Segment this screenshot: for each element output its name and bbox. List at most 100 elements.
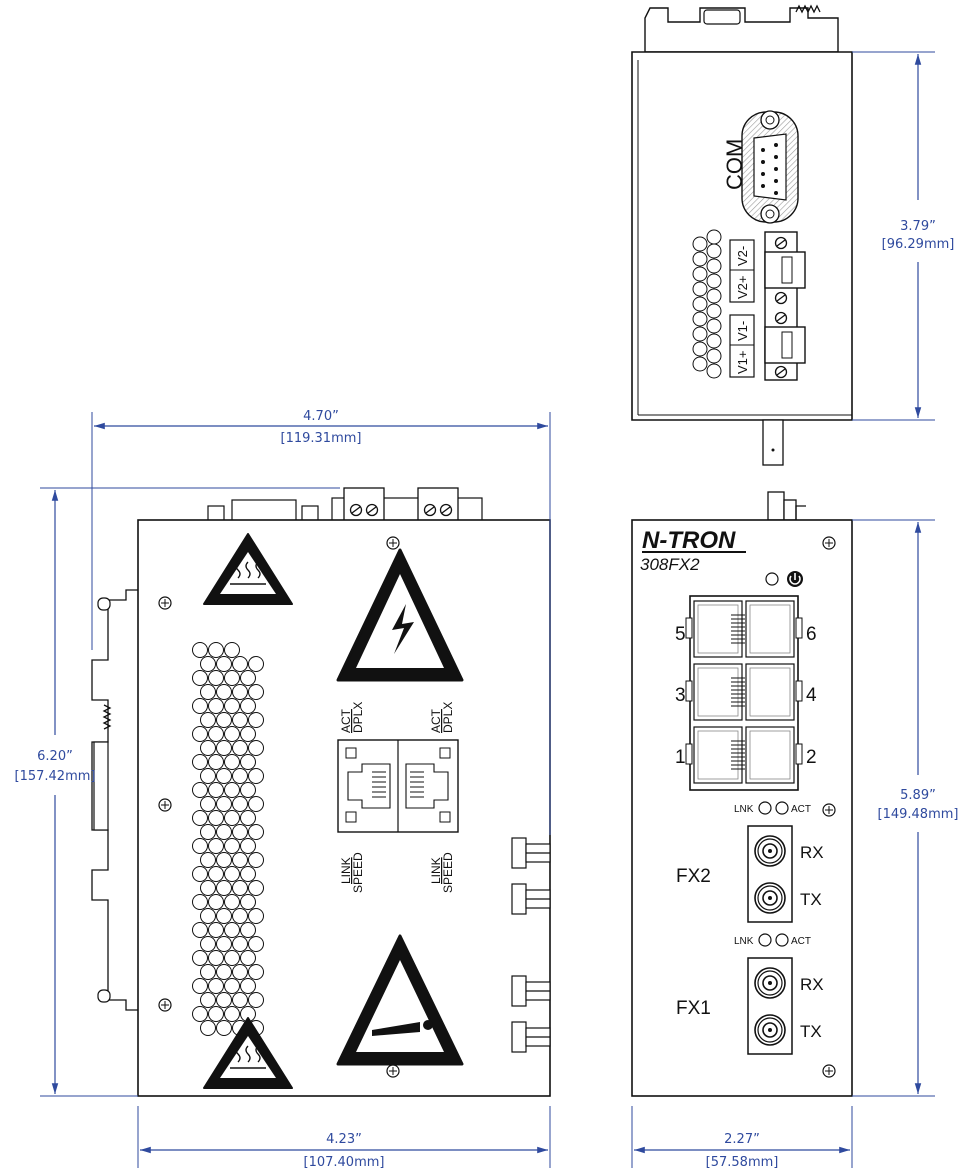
side-vent-holes — [192, 642, 264, 1036]
vent-hole — [232, 852, 248, 868]
side-view: ACT DPLX ACT DPLX LINK SPEED LINK SPEED … — [15, 409, 551, 1170]
vent-hole — [224, 894, 240, 910]
vent-hole — [232, 936, 248, 952]
vent-hole — [208, 866, 224, 882]
vent-hole — [224, 754, 240, 770]
vent-hole — [692, 311, 708, 327]
vent-hole — [208, 978, 224, 994]
side-fiber-connectors — [511, 837, 551, 1053]
vent-hole — [200, 1020, 216, 1036]
vent-hole — [224, 866, 240, 882]
port-5-label: 5 — [675, 624, 686, 645]
power-terminal-labels: V2- V2+ V1- V1+ — [729, 239, 755, 378]
vent-hole — [208, 726, 224, 742]
electrical-warning — [336, 548, 464, 682]
vent-hole — [208, 670, 224, 686]
vent-hole — [224, 838, 240, 854]
vent-hole — [192, 838, 208, 854]
side-rj45-ports: ACT DPLX ACT DPLX LINK SPEED LINK SPEED — [337, 702, 459, 893]
fx1-rx-label: RX — [800, 975, 824, 994]
vent-hole — [200, 684, 216, 700]
vent-hole — [192, 642, 208, 658]
vent-hole — [192, 950, 208, 966]
vent-hole — [200, 768, 216, 784]
vent-hole — [232, 964, 248, 980]
vent-hole — [208, 782, 224, 798]
vent-hole — [192, 726, 208, 742]
side-height-dimension: 6.20” [157.42mm] — [15, 487, 340, 1097]
vent-hole — [692, 326, 708, 342]
vent-hole — [248, 964, 264, 980]
vent-hole — [248, 936, 264, 952]
vent-hole — [200, 656, 216, 672]
vent-hole — [208, 838, 224, 854]
port-2-label: 2 — [806, 747, 817, 768]
vent-hole — [208, 922, 224, 938]
top-height-dimension: 3.79” [96.29mm] — [852, 51, 954, 421]
rj45-port-block — [685, 595, 803, 791]
vent-hole — [200, 880, 216, 896]
vent-hole — [216, 656, 232, 672]
side-height-in: 6.20” — [37, 749, 73, 764]
vent-hole — [216, 824, 232, 840]
vent-hole — [706, 243, 722, 259]
power-icon — [787, 571, 803, 587]
vent-hole — [224, 950, 240, 966]
vent-hole — [192, 922, 208, 938]
side-body-width-dimension: 4.23” [107.40mm] — [137, 1106, 551, 1170]
vent-hole — [216, 936, 232, 952]
vent-hole — [240, 782, 256, 798]
vent-hole — [216, 1020, 232, 1036]
vent-hole — [240, 754, 256, 770]
vent-hole — [200, 796, 216, 812]
vent-hole — [224, 978, 240, 994]
vent-hole — [248, 852, 264, 868]
vent-hole — [216, 712, 232, 728]
vent-hole — [248, 768, 264, 784]
fx1-lnk-label: LNK — [734, 936, 754, 947]
vent-hole — [232, 824, 248, 840]
power-terminal-block — [764, 231, 806, 381]
side-height-mm: [157.42mm] — [15, 769, 96, 784]
vent-hole — [216, 684, 232, 700]
port-4-label: 4 — [806, 685, 817, 706]
model-label: 308FX2 — [640, 555, 700, 574]
general-warning — [336, 934, 464, 1066]
vent-hole — [224, 698, 240, 714]
vent-hole — [240, 726, 256, 742]
vent-hole — [240, 922, 256, 938]
fx1-label: FX1 — [676, 998, 711, 1019]
front-width-mm: [57.58mm] — [706, 1155, 779, 1170]
hot-surface-warning-top — [203, 533, 293, 605]
vent-hole — [248, 684, 264, 700]
vent-hole — [208, 894, 224, 910]
port-6-label: 6 — [806, 624, 817, 645]
vent-hole — [240, 838, 256, 854]
vent-hole — [248, 740, 264, 756]
vent-hole — [240, 670, 256, 686]
port-3-label: 3 — [675, 685, 686, 706]
v2-plus-label: V2+ — [735, 276, 750, 300]
v1-plus-label: V1+ — [735, 351, 750, 375]
vent-hole — [706, 229, 722, 245]
vent-hole — [240, 950, 256, 966]
vent-hole — [208, 1006, 224, 1022]
vent-hole — [706, 363, 722, 379]
vent-hole — [248, 712, 264, 728]
vent-hole — [200, 712, 216, 728]
fx1-tx-label: TX — [800, 1022, 822, 1041]
vent-hole — [208, 810, 224, 826]
vent-hole — [200, 908, 216, 924]
vent-hole — [706, 258, 722, 274]
vent-hole — [224, 810, 240, 826]
vent-hole — [224, 782, 240, 798]
com-label: COM — [722, 139, 747, 190]
vent-hole — [232, 796, 248, 812]
vent-hole — [232, 992, 248, 1008]
vent-hole — [200, 852, 216, 868]
vent-hole — [232, 908, 248, 924]
vent-hole — [232, 768, 248, 784]
vent-hole — [200, 964, 216, 980]
vent-hole — [216, 852, 232, 868]
vent-hole — [192, 894, 208, 910]
